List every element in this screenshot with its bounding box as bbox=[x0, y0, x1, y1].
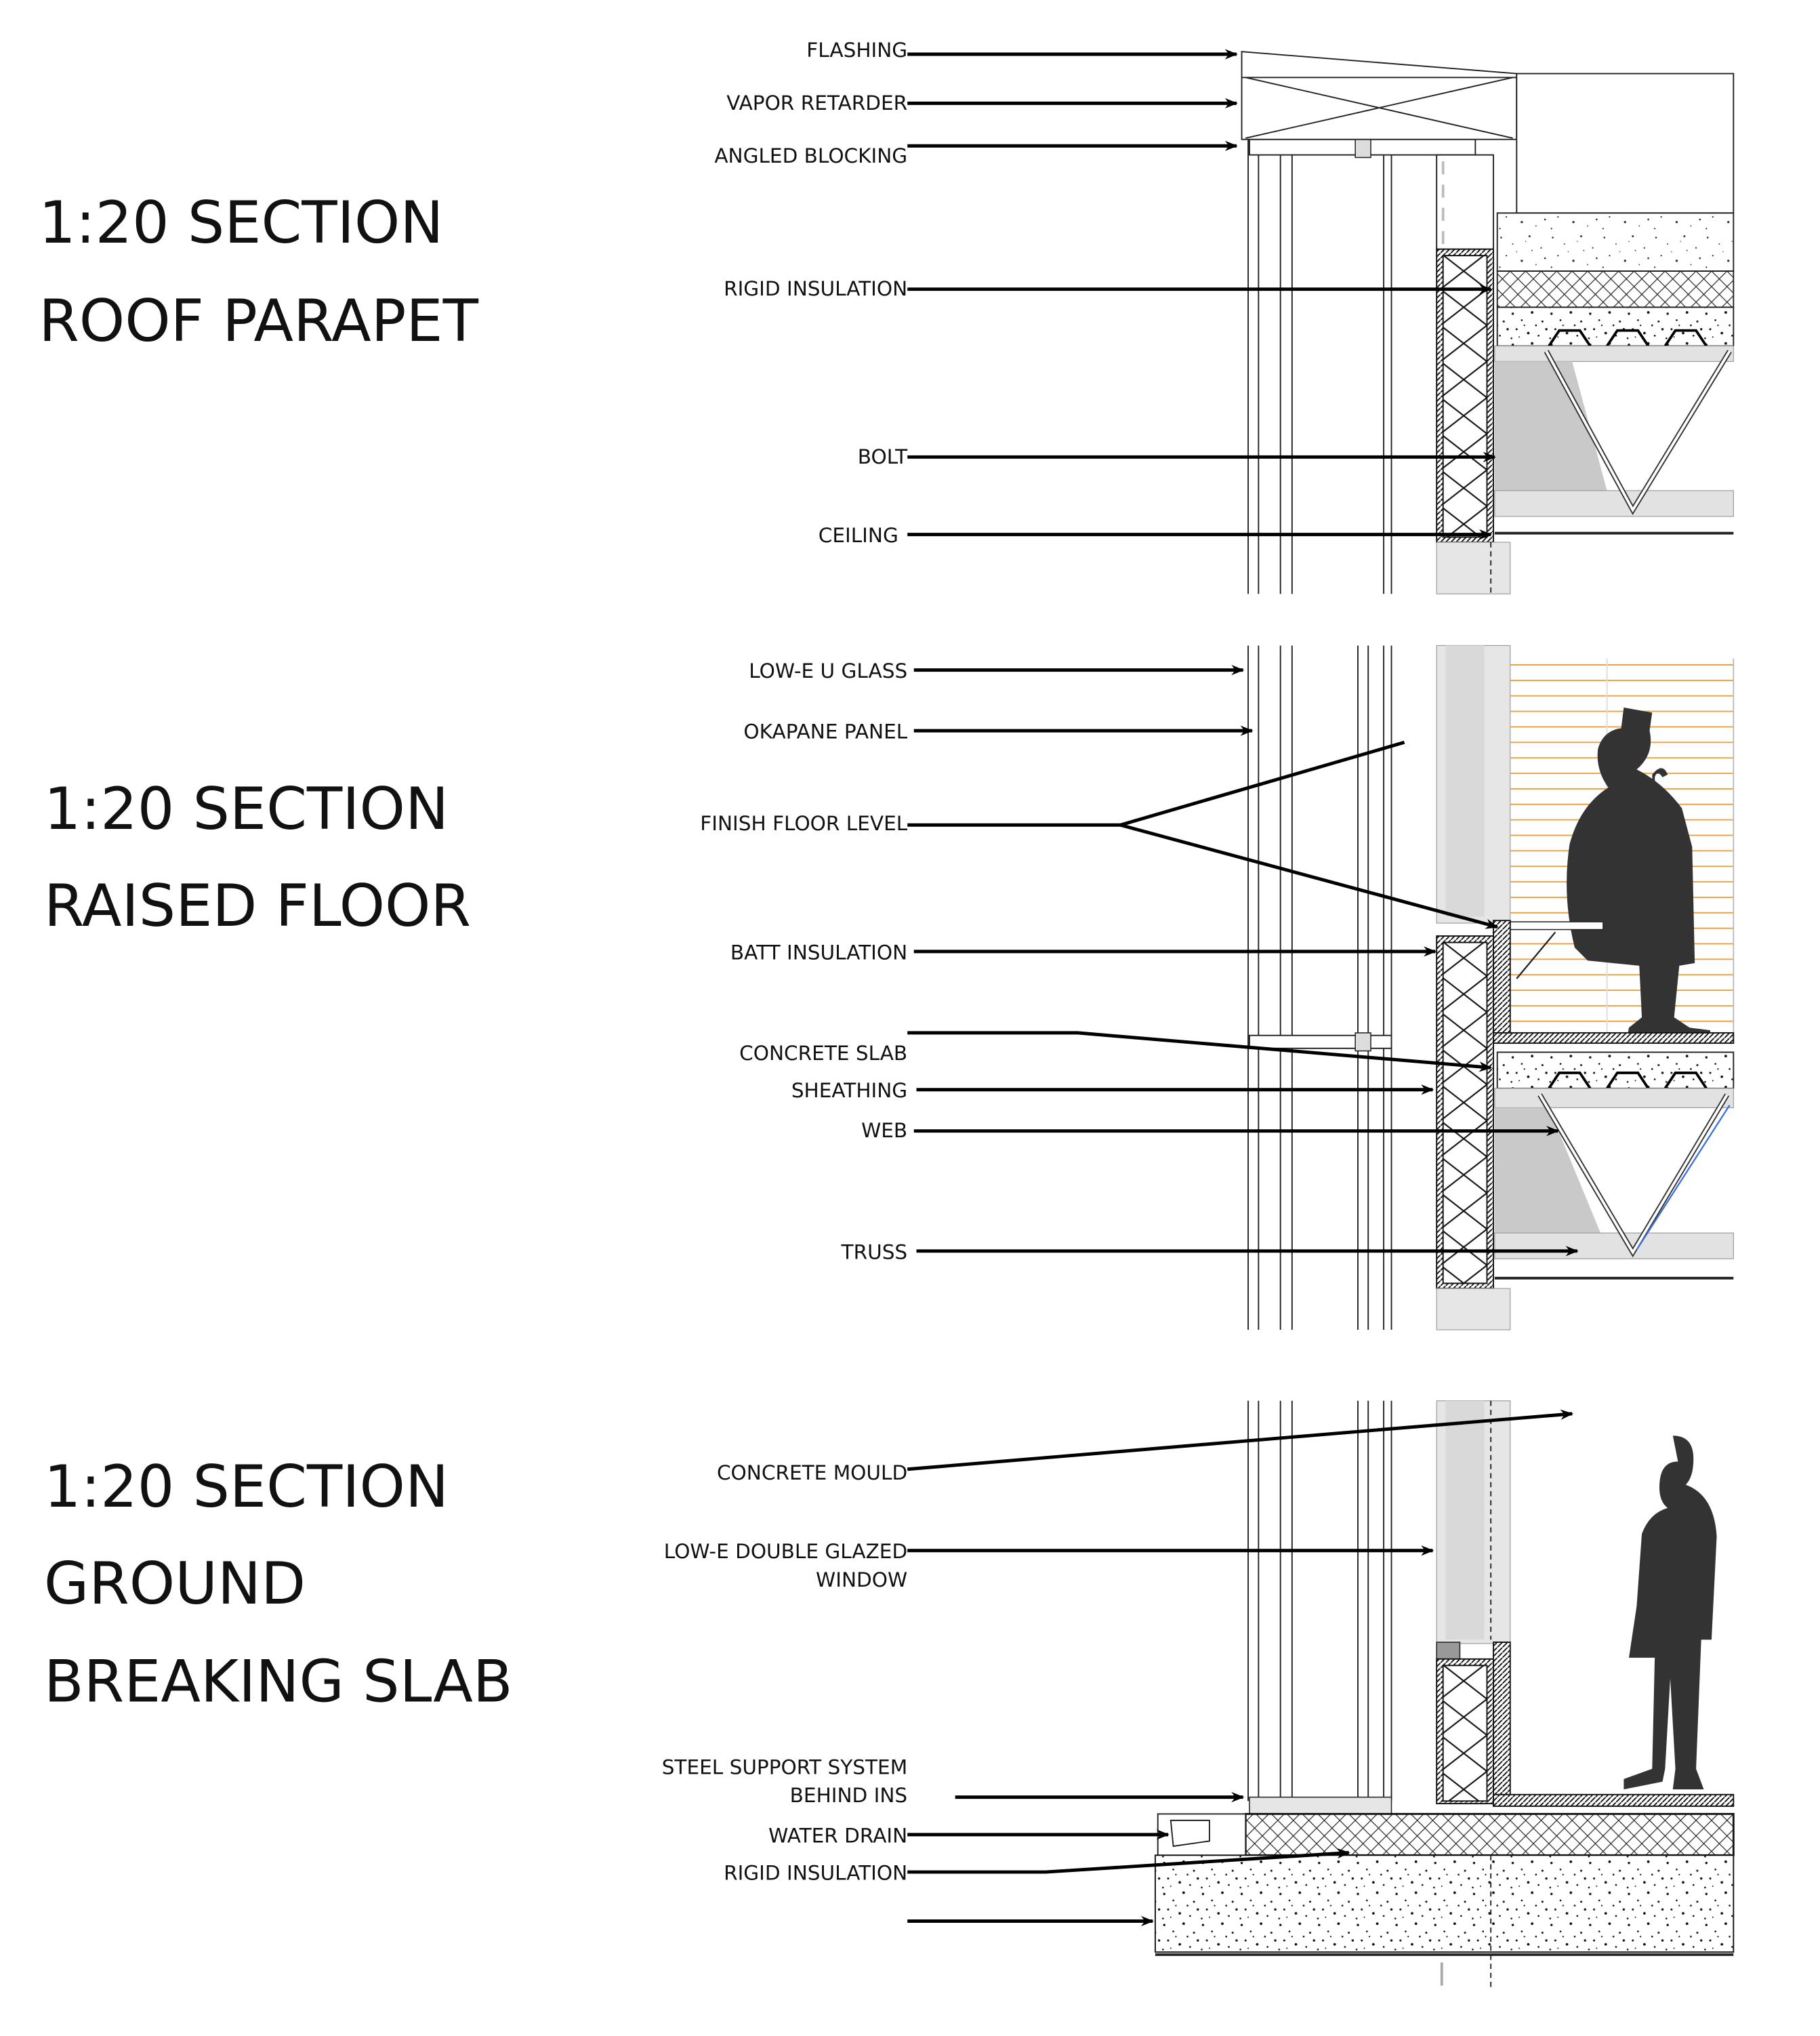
arrow-finish-floor-level bbox=[1119, 823, 1499, 929]
label-concrete-mould: CONCRETE MOULD bbox=[717, 1461, 907, 1484]
label-ceiling: CEILING bbox=[819, 524, 898, 547]
section-3-callouts: CONCRETE MOULD LOW-E DOUBLE GLAZED WINDO… bbox=[662, 1409, 1574, 1927]
arrow-concrete-slab bbox=[907, 1031, 1493, 1072]
raised-floor-drawing bbox=[1247, 645, 1735, 1330]
arrow-concrete-mould bbox=[907, 1409, 1574, 1471]
label-vapor-retarder: VAPOR RETARDER bbox=[726, 91, 907, 115]
section-2-callouts: LOW-E U GLASS OKAPANE PANEL FINISH FLOOR… bbox=[700, 659, 1579, 1263]
label-batt-insulation: BATT INSULATION bbox=[730, 941, 907, 964]
standing-person-silhouette bbox=[1623, 1436, 1717, 1790]
label-rigid-insulation-ground: RIGID INSULATION bbox=[724, 1862, 907, 1885]
label-okapane-panel: OKAPANE PANEL bbox=[743, 720, 907, 744]
label-flashing: FLASHING bbox=[806, 39, 907, 62]
label-low-e-u-glass: LOW-E U GLASS bbox=[749, 659, 907, 683]
section-2-title-line-1: 1:20 SECTION bbox=[44, 775, 449, 843]
label-low-e-double-glazed: LOW-E DOUBLE GLAZED bbox=[664, 1540, 907, 1563]
label-angled-blocking: ANGLED BLOCKING bbox=[714, 144, 907, 167]
ground-slab-drawing bbox=[1154, 1400, 1735, 1989]
section-3-title-line-3: BREAKING SLAB bbox=[44, 1648, 513, 1716]
label-rigid-insulation: RIGID INSULATION bbox=[724, 277, 907, 300]
arrow-rigid-insulation-ground bbox=[907, 1848, 1350, 1874]
section-3-title-line-2: GROUND bbox=[44, 1550, 306, 1618]
label-truss: TRUSS bbox=[841, 1240, 908, 1263]
label-water-drain: WATER DRAIN bbox=[768, 1824, 907, 1847]
section-1-title-line-2: ROOF PARAPET bbox=[39, 287, 478, 355]
label-bolt: BOLT bbox=[858, 445, 908, 468]
seated-person-silhouette bbox=[1567, 707, 1711, 1041]
label-steel-support-system: STEEL SUPPORT SYSTEM bbox=[662, 1755, 907, 1778]
label-window: WINDOW bbox=[816, 1568, 907, 1591]
label-web: WEB bbox=[861, 1119, 907, 1142]
leader-finish-floor-level-upper bbox=[907, 740, 1405, 827]
label-concrete-slab: CONCRETE SLAB bbox=[739, 1042, 907, 1065]
section-2-title-line-2: RAISED FLOOR bbox=[44, 872, 471, 940]
roof-parapet-drawing bbox=[1241, 51, 1735, 594]
section-1-title-line-1: 1:20 SECTION bbox=[39, 189, 443, 257]
section-1-callouts: FLASHING VAPOR RETARDER ANGLED BLOCKING … bbox=[714, 39, 1496, 547]
label-sheathing: SHEATHING bbox=[791, 1079, 907, 1102]
section-3-title-line-1: 1:20 SECTION bbox=[44, 1453, 449, 1521]
label-behind-ins: BEHIND INS bbox=[790, 1784, 908, 1807]
label-finish-floor-level: FINISH FLOOR LEVEL bbox=[700, 812, 907, 835]
